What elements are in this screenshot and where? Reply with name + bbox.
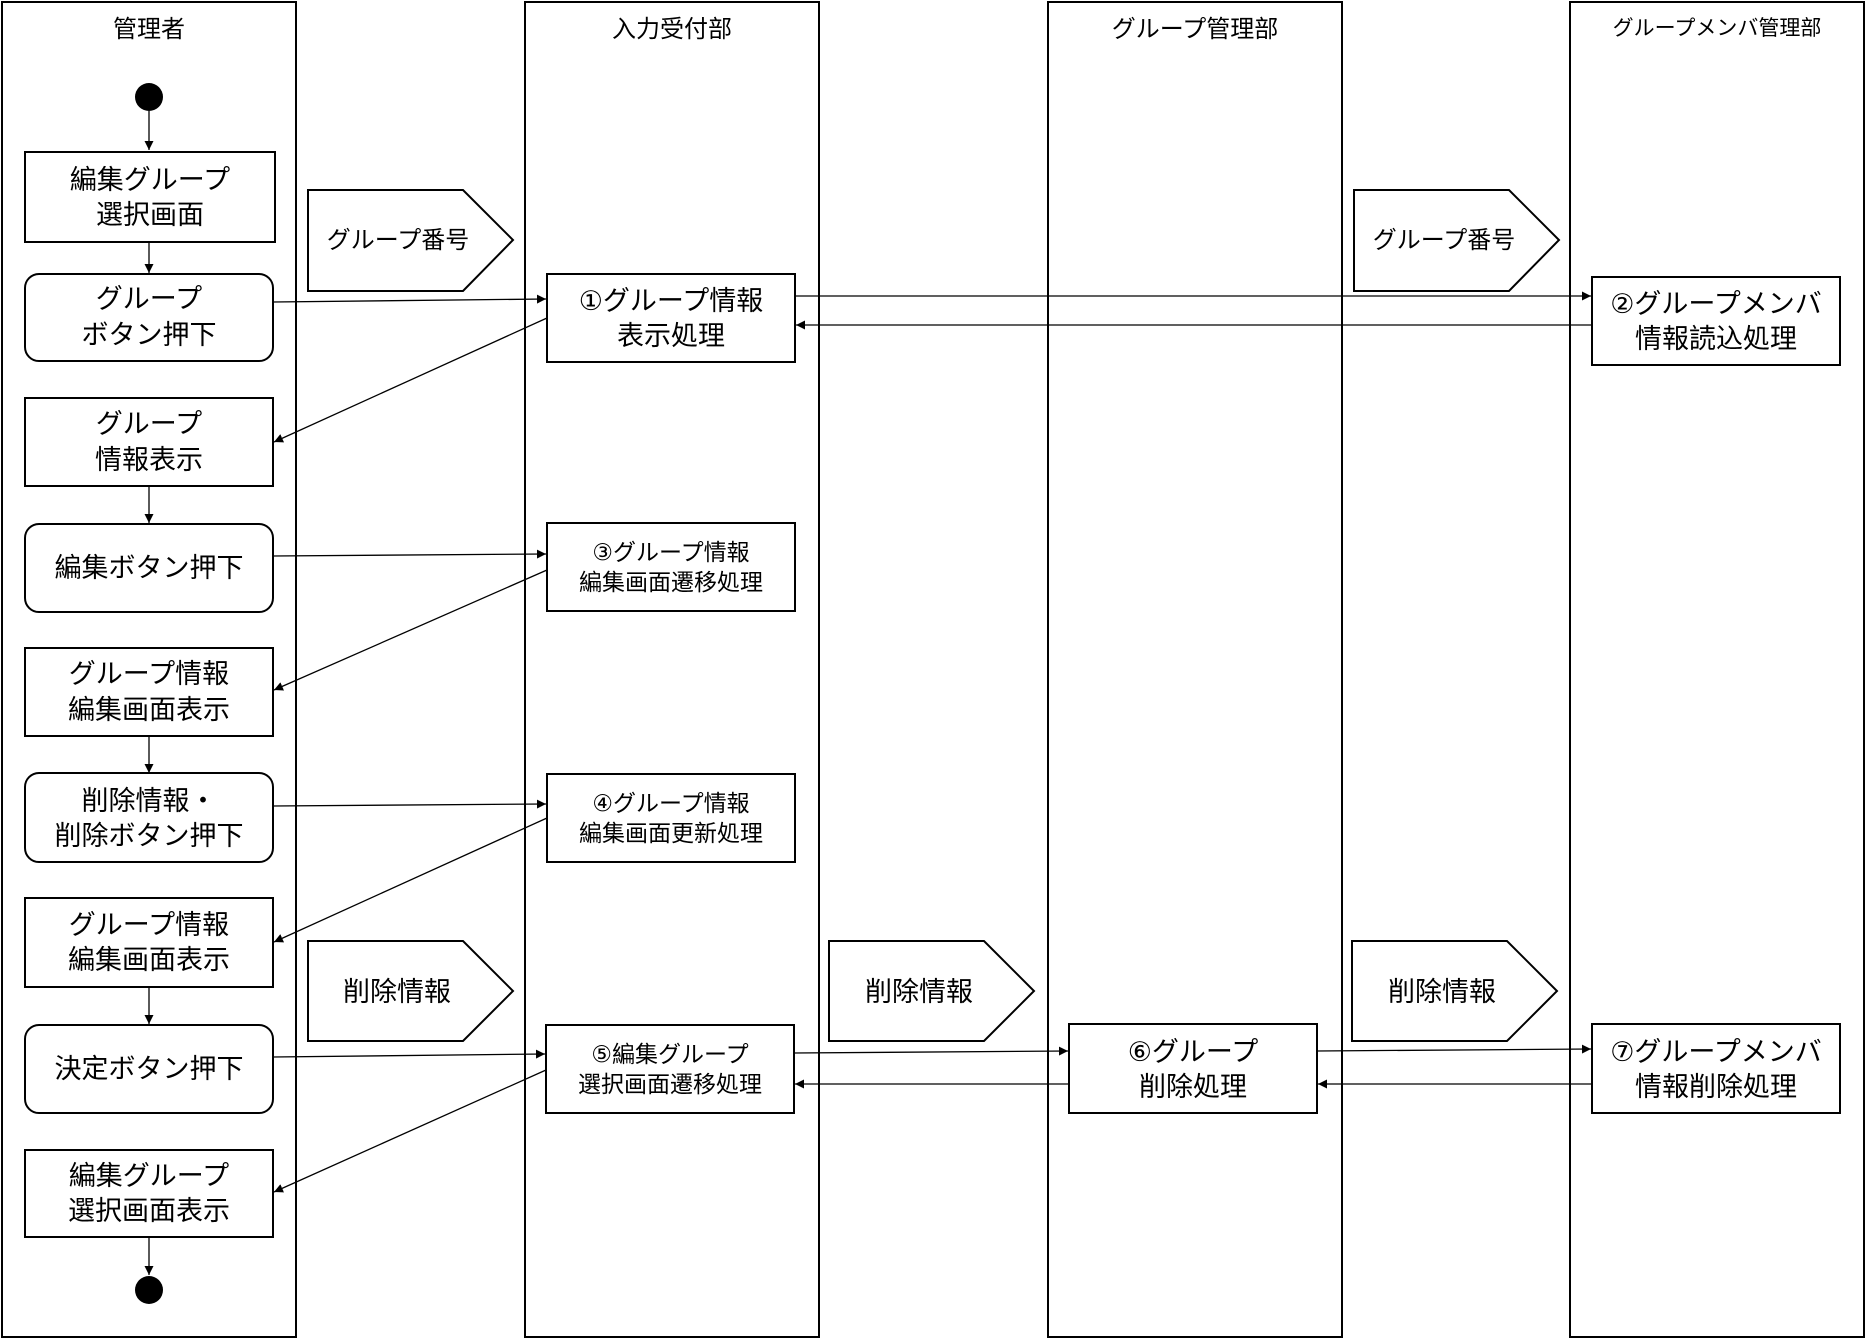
svg-text:グループ情報: グループ情報: [69, 910, 229, 941]
admin-step-delete-button: 削除情報・ 削除ボタン押下: [24, 772, 274, 863]
process-4-edit-screen-update: ④グループ情報 編集画面更新処理: [546, 773, 796, 863]
svg-text:削除情報・: 削除情報・: [82, 786, 217, 817]
data-flag-delete-info-2: 削除情報: [828, 940, 1036, 1042]
svg-text:③グループ情報: ③グループ情報: [592, 540, 749, 566]
process-7-member-info-delete: ⑦グループメンバ 情報削除処理: [1591, 1023, 1841, 1114]
svg-text:編集画面更新処理: 編集画面更新処理: [579, 821, 763, 847]
svg-text:情報読込処理: 情報読込処理: [1635, 324, 1797, 355]
arrow-group-button-to-p1: [272, 294, 547, 304]
data-flag-group-number-1: グループ番号: [307, 189, 515, 292]
admin-step-edit-button: 編集ボタン押下: [24, 523, 274, 613]
svg-text:編集画面表示: 編集画面表示: [68, 945, 230, 976]
svg-text:グループ番号: グループ番号: [1373, 226, 1516, 254]
svg-text:⑤編集グループ: ⑤編集グループ: [591, 1042, 748, 1068]
svg-text:編集グループ: 編集グループ: [70, 165, 230, 196]
admin-step-edit-select-display: 編集グループ 選択画面表示: [24, 1149, 274, 1238]
process-1-group-info-display: ①グループ情報 表示処理: [546, 273, 796, 363]
svg-text:削除情報: 削除情報: [343, 977, 451, 1008]
arrow-p3-to-edit-screen-display: [273, 569, 548, 691]
svg-text:編集画面表示: 編集画面表示: [68, 695, 230, 726]
svg-text:グループ情報: グループ情報: [69, 659, 229, 690]
admin-step-decide-button: 決定ボタン押下: [24, 1024, 274, 1114]
admin-step-edit-select-screen: 編集グループ 選択画面: [24, 151, 276, 243]
start-node: [135, 83, 163, 111]
svg-text:選択画面表示: 選択画面表示: [68, 1196, 230, 1227]
svg-text:グループ番号: グループ番号: [327, 226, 470, 254]
admin-step-group-button: グループ ボタン押下: [24, 273, 274, 362]
svg-text:編集ボタン押下: 編集ボタン押下: [55, 553, 244, 584]
swimlane-group-management: グループ管理部: [1047, 1, 1343, 1338]
svg-text:情報表示: 情報表示: [95, 445, 203, 476]
svg-text:ボタン押下: ボタン押下: [82, 320, 217, 351]
lane-title-input: 入力受付部: [612, 15, 732, 43]
svg-text:選択画面遷移処理: 選択画面遷移処理: [578, 1072, 762, 1098]
svg-text:編集画面遷移処理: 編集画面遷移処理: [579, 570, 763, 596]
data-flag-group-number-2: グループ番号: [1353, 189, 1561, 292]
svg-text:グループ: グループ: [96, 284, 202, 315]
process-2-member-info-read: ②グループメンバ 情報読込処理: [1591, 276, 1841, 366]
arrow-delete-button-to-p4: [272, 799, 547, 809]
svg-text:削除情報: 削除情報: [1388, 977, 1496, 1008]
svg-text:①グループ情報: ①グループ情報: [579, 286, 764, 317]
svg-text:削除ボタン押下: 削除ボタン押下: [55, 821, 244, 852]
svg-text:②グループメンバ: ②グループメンバ: [1610, 289, 1822, 320]
swimlane-input-reception: 入力受付部: [524, 1, 820, 1338]
admin-step-edit-screen-display-2: グループ情報 編集画面表示: [24, 897, 274, 988]
lane-title-admin: 管理者: [113, 15, 185, 43]
arrow-p6-to-p7: [1316, 1044, 1592, 1054]
lane-title-member: グループメンバ管理部: [1613, 16, 1822, 40]
svg-text:情報削除処理: 情報削除処理: [1635, 1072, 1797, 1103]
svg-text:選択画面: 選択画面: [96, 200, 204, 231]
arrow-edit-button-to-p3: [272, 549, 547, 559]
process-5-select-screen-transition: ⑤編集グループ 選択画面遷移処理: [545, 1024, 795, 1114]
data-flag-delete-info-3: 削除情報: [1351, 940, 1559, 1042]
admin-step-edit-screen-display-1: グループ情報 編集画面表示: [24, 647, 274, 737]
arrow-p5-to-edit-select-display: [273, 1069, 547, 1193]
svg-text:削除処理: 削除処理: [1139, 1072, 1247, 1103]
svg-text:編集グループ: 編集グループ: [69, 1161, 229, 1192]
end-node: [135, 1276, 163, 1304]
data-flag-delete-info-1: 削除情報: [307, 940, 515, 1042]
process-6-group-delete: ⑥グループ 削除処理: [1068, 1023, 1318, 1114]
svg-text:⑥グループ: ⑥グループ: [1128, 1037, 1259, 1068]
svg-text:決定ボタン押下: 決定ボタン押下: [55, 1054, 244, 1085]
svg-text:④グループ情報: ④グループ情報: [592, 791, 749, 817]
process-3-edit-screen-transition: ③グループ情報 編集画面遷移処理: [546, 522, 796, 612]
arrow-p5-to-p6: [793, 1046, 1069, 1056]
svg-text:グループ: グループ: [96, 409, 202, 440]
message-flows: [272, 291, 1592, 1193]
arrow-decide-button-to-p5: [272, 1049, 546, 1059]
svg-text:⑦グループメンバ: ⑦グループメンバ: [1610, 1037, 1822, 1068]
lane-title-group: グループ管理部: [1112, 15, 1279, 43]
arrow-p1-to-group-info-display: [273, 317, 548, 443]
swimlane-admin: 管理者: [1, 1, 297, 1338]
swimlane-member-management: グループメンバ管理部: [1569, 1, 1865, 1338]
svg-text:表示処理: 表示処理: [617, 321, 725, 352]
admin-step-group-info-display: グループ 情報表示: [24, 397, 274, 487]
arrow-p4-to-edit-screen-display: [273, 817, 548, 943]
svg-text:削除情報: 削除情報: [865, 977, 973, 1008]
